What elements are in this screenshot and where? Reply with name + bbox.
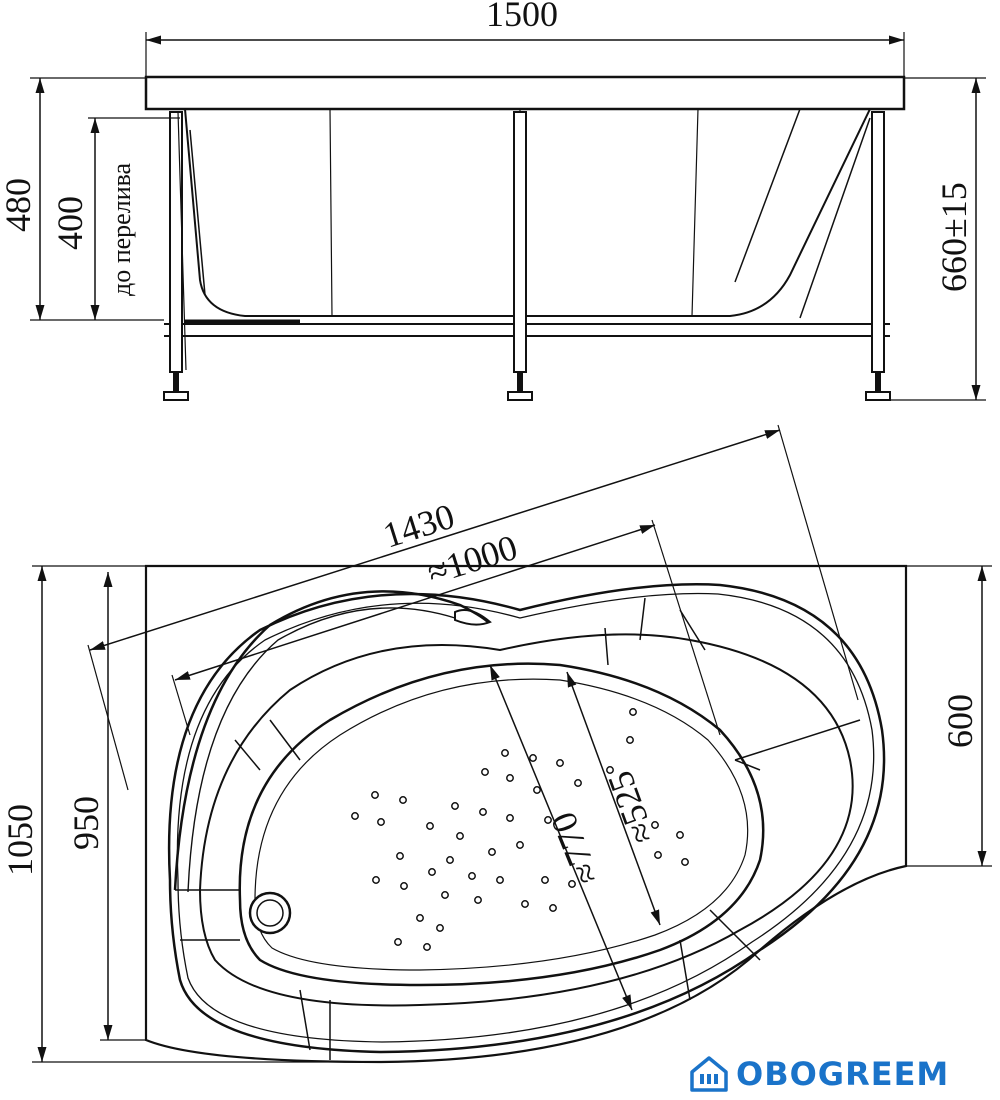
dim-bowl-length: ≈770	[543, 807, 608, 890]
dim-bowl-width: ≈525	[600, 766, 663, 849]
top-bowl	[238, 662, 765, 987]
dim-top-right-depth: 600	[940, 694, 980, 748]
dim-top-depth-total: 1050	[0, 804, 40, 876]
brand-logo-text: OBOGREEM	[736, 1055, 950, 1093]
overflow-label: до перелива	[107, 162, 136, 296]
top-inner-ledge	[198, 633, 854, 1007]
dim-side-width: 1500	[486, 0, 558, 34]
top-view	[32, 424, 992, 1064]
drain-icon	[248, 891, 292, 935]
top-outer-panel	[144, 564, 908, 1064]
side-legs	[163, 111, 891, 401]
brand-logo: OBOGREEM	[688, 1052, 949, 1096]
side-tub-body	[184, 108, 871, 317]
dim-side-height-right: 660±15	[934, 182, 974, 292]
dim-side-height-overflow: 400	[50, 196, 90, 250]
dim-side-height-total: 480	[0, 178, 38, 232]
side-rim	[144, 75, 906, 111]
top-tub-rim	[167, 583, 886, 1054]
side-view	[30, 32, 986, 401]
house-icon	[690, 1056, 728, 1092]
dim-top-depth-inner: 950	[66, 796, 106, 850]
